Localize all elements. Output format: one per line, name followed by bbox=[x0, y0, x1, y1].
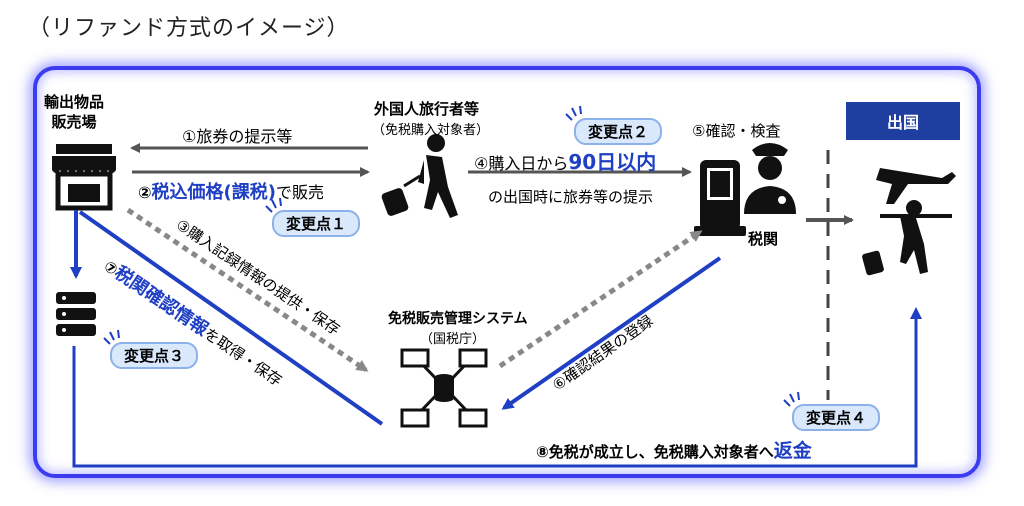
shop-label: 輸出物品 販売場 bbox=[44, 92, 104, 132]
flow-1-label: ①旅券の提示等 bbox=[182, 127, 293, 146]
departing-traveler-icon bbox=[862, 200, 952, 276]
flow-8-pre: ⑧免税が成立し、免税購入対象者へ bbox=[536, 443, 774, 461]
shop-icon bbox=[52, 144, 116, 211]
traveler-icon bbox=[381, 134, 458, 218]
airplane-icon bbox=[876, 168, 956, 204]
customs-officer-icon bbox=[744, 143, 796, 214]
exit-box: 出国 bbox=[846, 102, 960, 140]
flow-2-rest: で販売 bbox=[276, 183, 325, 202]
flow-4-line2: の出国時に旅券等の提示 bbox=[488, 188, 654, 206]
flow-2-num: ② bbox=[138, 183, 152, 202]
arrow-7 bbox=[78, 210, 384, 426]
diagram-frame bbox=[33, 66, 981, 478]
arrow-6-dotted bbox=[498, 229, 703, 369]
arrow-3 bbox=[126, 207, 369, 373]
flow-4-emphasis: 90日以内 bbox=[568, 150, 657, 174]
database-icon bbox=[56, 292, 96, 336]
arrow-8 bbox=[72, 307, 922, 468]
flow-4-pre: ④購入日から bbox=[474, 154, 569, 173]
traveler-sublabel: （免税購入対象者） bbox=[372, 123, 490, 138]
flow-8-emphasis: 返金 bbox=[773, 440, 812, 462]
page-title: （リファンド方式のイメージ） bbox=[28, 16, 350, 41]
flow-4-label: ④購入日から90日以内 bbox=[474, 146, 656, 175]
change-point-3: 変更点３ bbox=[110, 342, 199, 369]
shop-label-line1: 輸出物品 bbox=[44, 93, 105, 111]
change-point-4: 変更点４ bbox=[792, 404, 881, 431]
change-marks bbox=[103, 105, 800, 407]
kiosk-icon bbox=[694, 160, 746, 236]
flow-2-label: ②税込価格(課税)で販売 bbox=[138, 178, 324, 204]
system-label: 免税販売管理システム bbox=[388, 311, 528, 327]
traveler-label: 外国人旅行者等 bbox=[374, 100, 480, 118]
customs-check-label: ⑤確認・検査 bbox=[692, 122, 781, 140]
change-point-1: 変更点１ bbox=[272, 210, 361, 237]
system-sublabel: （国税庁） bbox=[420, 332, 486, 347]
server-network-icon bbox=[400, 348, 488, 428]
flow-8-label: ⑧免税が成立し、免税購入対象者へ返金 bbox=[536, 436, 812, 463]
customs-label: 税関 bbox=[748, 230, 779, 248]
arrow-6 bbox=[501, 256, 722, 410]
change-point-2: 変更点２ bbox=[574, 118, 663, 145]
flow-2-emphasis: 税込価格(課税) bbox=[151, 182, 276, 203]
shop-label-line2: 販売場 bbox=[51, 113, 97, 131]
